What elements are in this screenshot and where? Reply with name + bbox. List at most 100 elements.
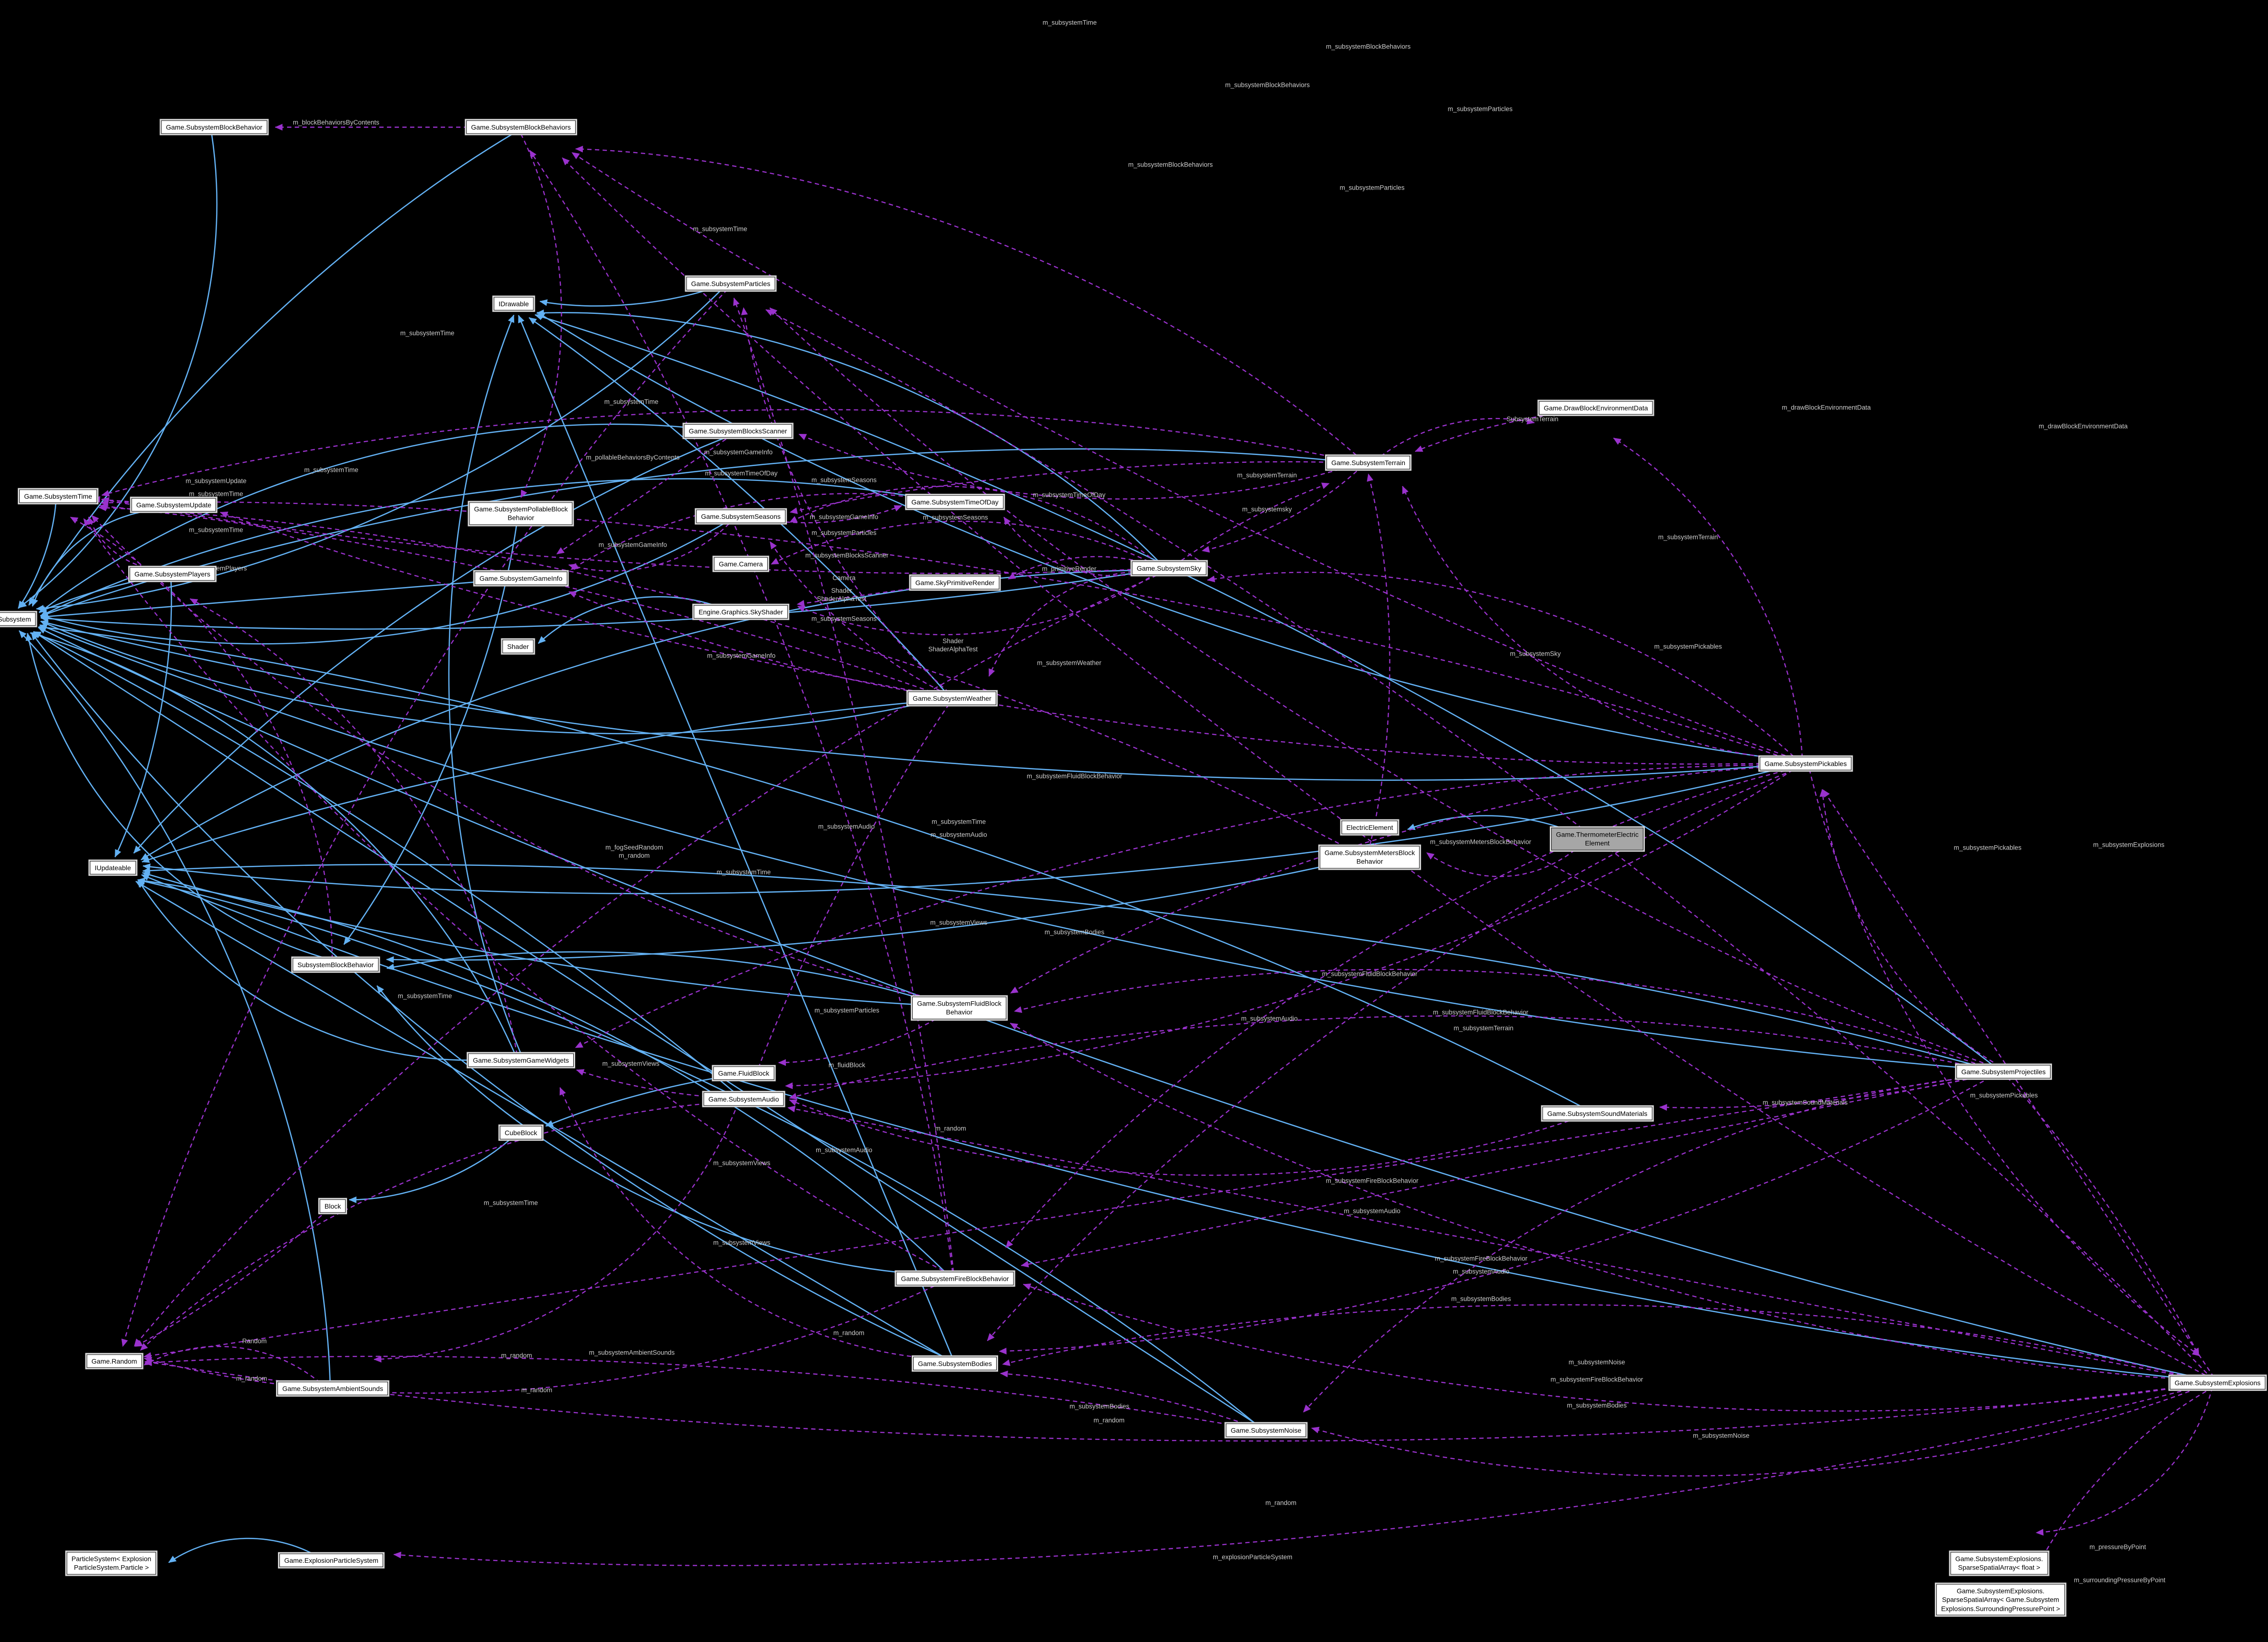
edge-label: m_subsystemSoundMaterials — [1762, 1099, 1848, 1106]
edge-projectiles-random — [143, 1072, 1997, 1359]
node-audio[interactable]: Game.SubsystemAudio — [703, 1092, 784, 1106]
edge-bodies-subsystem — [31, 632, 950, 1360]
node-blockBehaviors[interactable]: Game.SubsystemBlockBehaviors — [466, 120, 576, 134]
node-metersBlock[interactable]: Game.SubsystemMetersBlock Behavior — [1319, 846, 1420, 869]
node-cubeBlock[interactable]: CubeBlock — [500, 1126, 542, 1140]
node-players[interactable]: Game.SubsystemPlayers — [130, 567, 215, 581]
edge-seasons-subsystem — [40, 516, 735, 645]
node-drawBlockEnv[interactable]: Game.DrawBlockEnvironmentData — [1539, 401, 1653, 415]
node-block[interactable]: Block — [319, 1199, 346, 1213]
node-iupdateable[interactable]: IUpdateable — [90, 861, 136, 875]
edge-time-subsystem — [17, 503, 57, 609]
node-sparsePressure[interactable]: Game.SubsystemExplosions. SparseSpatialA… — [1936, 1584, 2065, 1616]
edge-label: Shader ShaderAlphaTest — [928, 637, 978, 653]
edge-label: m_subsystemTime — [483, 1199, 538, 1207]
node-skyPrimitiveRender[interactable]: Game.SkyPrimitiveRender — [910, 575, 1000, 590]
node-particleSystem[interactable]: ParticleSystem< Explosion ParticleSystem… — [66, 1552, 157, 1575]
edge-label: m_subsystemTime — [304, 466, 359, 474]
node-update[interactable]: Game.SubsystemUpdate — [131, 498, 217, 512]
node-subsystem[interactable]: Subsystem — [0, 612, 36, 626]
edge-fireBlockBehavior-blockBehaviors — [529, 150, 953, 1273]
node-sbbBase[interactable]: SubsystemBlockBehavior — [292, 958, 379, 972]
node-terrain[interactable]: Game.SubsystemTerrain — [1326, 455, 1411, 470]
edge-pickables-fluidBlockBehavior — [1010, 765, 1799, 994]
edge-label: SubsystemTerrain — [1506, 415, 1559, 423]
edge-sky-time — [101, 497, 1163, 574]
edge-label: m_subsystemViews — [930, 919, 988, 926]
edge-label: m_subsystemBodies — [1567, 1402, 1627, 1409]
node-seasons[interactable]: Game.SubsystemSeasons — [696, 509, 785, 524]
edge-pickables-time — [100, 499, 1799, 764]
edge-label: m_subsystemTime — [1042, 19, 1097, 26]
edge-soundMaterials-audio — [789, 1099, 1591, 1176]
edge-terrain-subsystem — [40, 448, 1362, 617]
edge-pickables-bodies — [987, 767, 1801, 1342]
edge-particles-subsystem — [36, 286, 725, 612]
edge-projectiles-iupdateable — [142, 863, 1997, 1072]
edge-label: m_subsystemGameInfo — [598, 541, 667, 549]
node-sky[interactable]: Game.SubsystemSky — [1132, 561, 1206, 575]
node-pollable[interactable]: Game.SubsystemPollableBlock Behavior — [469, 502, 573, 525]
edge-fireBlockBehavior-sbbBase — [376, 985, 949, 1276]
edge-sbbBase-time — [70, 516, 333, 959]
node-soundMaterials[interactable]: Game.SubsystemSoundMaterials — [1542, 1106, 1653, 1121]
edge-explosions-explosionParticleSystem — [393, 1383, 2211, 1566]
edge-projectiles-fireBlockBehavior — [1021, 1072, 1997, 1268]
node-sparseFloat[interactable]: Game.SubsystemExplosions. SparseSpatialA… — [1950, 1552, 2048, 1575]
node-fireBlockBehavior[interactable]: Game.SubsystemFireBlockBehavior — [896, 1271, 1014, 1286]
edge-projectiles-explosions — [2007, 1077, 2200, 1356]
edge-label: m_subsystemFluidBlockBehavior — [1433, 1008, 1529, 1016]
node-thermometer[interactable]: Game.ThermometerElectric Element — [1551, 827, 1643, 851]
edge-label: m_random — [935, 1125, 966, 1132]
node-pickables[interactable]: Game.SubsystemPickables — [1760, 756, 1852, 771]
node-projectiles[interactable]: Game.SubsystemProjectiles — [1956, 1065, 2051, 1079]
edge-bodies-gameWidgets — [559, 1087, 950, 1361]
node-idrawable[interactable]: IDrawable — [494, 297, 534, 311]
edge-label: m_subsystemGameInfo — [809, 513, 879, 521]
node-skyShader[interactable]: Engine.Graphics.SkyShader — [694, 605, 788, 619]
node-weather[interactable]: Game.SubsystemWeather — [908, 691, 996, 706]
node-bodies[interactable]: Game.SubsystemBodies — [913, 1356, 997, 1371]
edge-projectiles-soundMaterials — [1659, 1072, 1997, 1111]
edge-label: m_subsystemViews — [602, 1060, 660, 1067]
node-timeOfDay[interactable]: Game.SubsystemTimeOfDay — [906, 495, 1003, 509]
node-fluidBlock[interactable]: Game.FluidBlock — [713, 1066, 774, 1080]
edge-label: Camera — [832, 574, 856, 582]
edge-weather-audio — [753, 704, 950, 1079]
node-explosionParticleSystem[interactable]: Game.ExplosionParticleSystem — [279, 1553, 384, 1568]
node-gameInfo[interactable]: Game.SubsystemGameInfo — [474, 571, 567, 586]
edge-timeOfDay-gameInfo — [570, 493, 949, 570]
node-explosions[interactable]: Game.SubsystemExplosions — [2170, 1376, 2266, 1390]
node-random[interactable]: Game.Random — [86, 1354, 142, 1368]
edge-terrain-sky — [1201, 465, 1363, 553]
edge-weather-particles — [741, 307, 950, 693]
node-electricElement[interactable]: ElectricElement — [1341, 820, 1398, 835]
edge-label: m_subsystemParticles — [1448, 105, 1513, 113]
node-blocksScanner[interactable]: Game.SubsystemBlocksScanner — [684, 424, 792, 438]
node-fluidBlockBehavior[interactable]: Game.SubsystemFluidBlock Behavior — [912, 996, 1006, 1019]
node-gameWidgets[interactable]: Game.SubsystemGameWidgets — [468, 1053, 574, 1067]
edge-label: m_subsystemPickables — [1954, 844, 2022, 851]
edge-bodies-iupdateable — [135, 881, 950, 1361]
edge-label: m_fogSeedRandom m_random — [605, 844, 664, 859]
edge-label: m_subsystemSky — [1510, 650, 1561, 658]
node-particles[interactable]: Game.SubsystemParticles — [686, 276, 775, 291]
node-ambientSounds[interactable]: Game.SubsystemAmbientSounds — [277, 1381, 388, 1396]
edge-label: m_subsystemSeasons — [811, 615, 877, 623]
node-blockBehavior1[interactable]: Game.SubsystemBlockBehavior — [161, 120, 267, 134]
edge-label: m_subsystemTimeOfDay — [705, 469, 778, 477]
edge-explosionParticleSystem-particleSystem — [168, 1537, 325, 1563]
edge-label: m_subsystemTime — [604, 398, 659, 406]
node-time[interactable]: Game.SubsystemTime — [19, 489, 97, 503]
edge-label: m_subsystemTerrain — [1237, 471, 1297, 479]
edge-label: m_explosionParticleSystem — [1213, 1553, 1292, 1561]
node-noise[interactable]: Game.SubsystemNoise — [1226, 1423, 1306, 1438]
node-shader[interactable]: Shader — [502, 639, 534, 654]
node-camera[interactable]: Game.Camera — [714, 557, 768, 571]
edge-projectiles-bodies — [999, 1073, 1998, 1354]
edge-sky-seasons — [789, 485, 1163, 568]
edge-particles-random — [121, 289, 728, 1347]
edge-label: m_subsystemUpdate — [185, 477, 247, 485]
edge-label: m_subsystemTime — [931, 818, 986, 826]
